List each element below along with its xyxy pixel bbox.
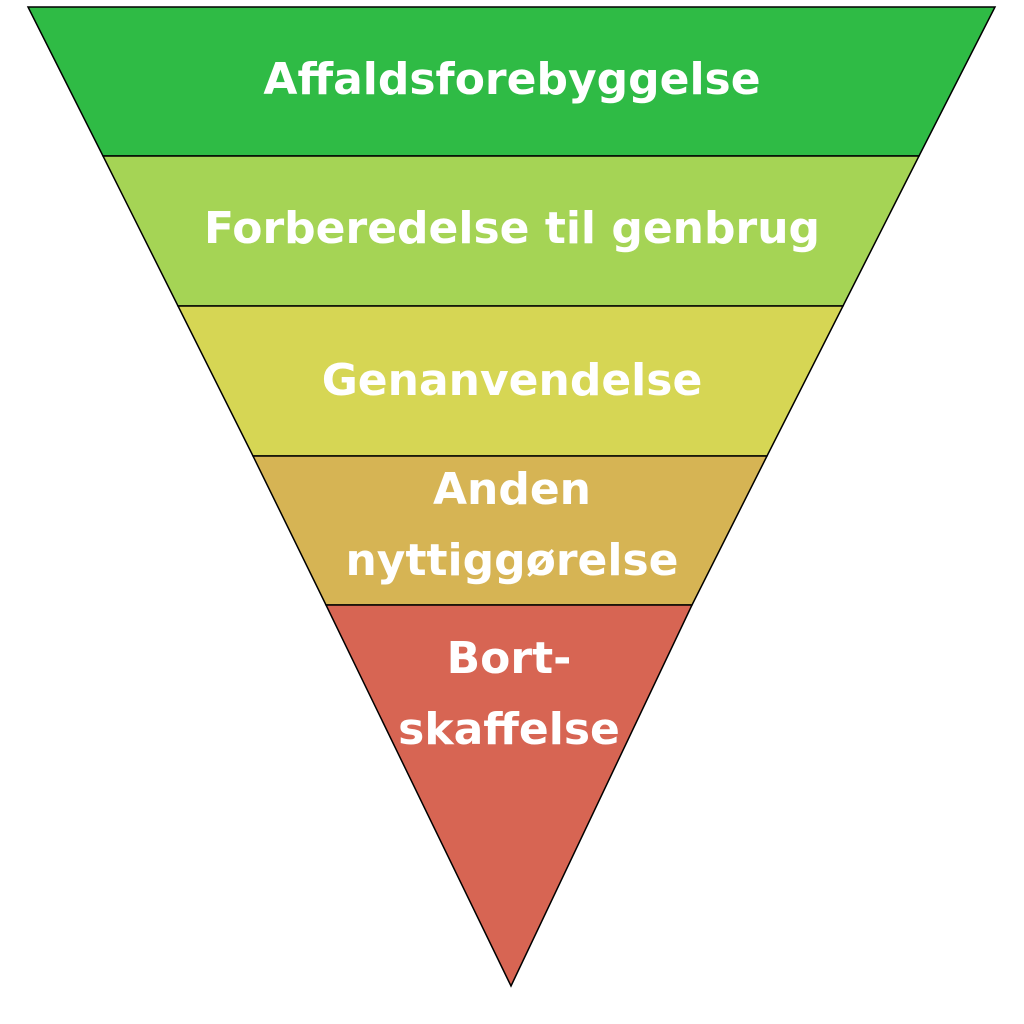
tier-2-label-line-1: Forberedelse til genbrug	[204, 203, 820, 254]
tier-1-label-line-1: Affaldsforebyggelse	[263, 54, 760, 105]
tier-5-band	[324, 604, 694, 988]
tier-4: Anden nyttiggørelse	[251, 455, 769, 606]
tier-4-label-line-1: Anden	[433, 464, 591, 515]
tier-4-label-line-2: nyttiggørelse	[345, 535, 678, 586]
tier-3-label-line-1: Genanvendelse	[322, 355, 703, 406]
tier-5-label-line-1: Bort-	[447, 633, 572, 684]
tier-2: Forberedelse til genbrug	[101, 155, 921, 307]
tier-5: Bort- skaffelse	[324, 604, 694, 988]
tier-1: Affaldsforebyggelse	[26, 6, 997, 157]
tier-3: Genanvendelse	[176, 305, 845, 457]
tier-5-label-line-2: skaffelse	[398, 704, 620, 755]
